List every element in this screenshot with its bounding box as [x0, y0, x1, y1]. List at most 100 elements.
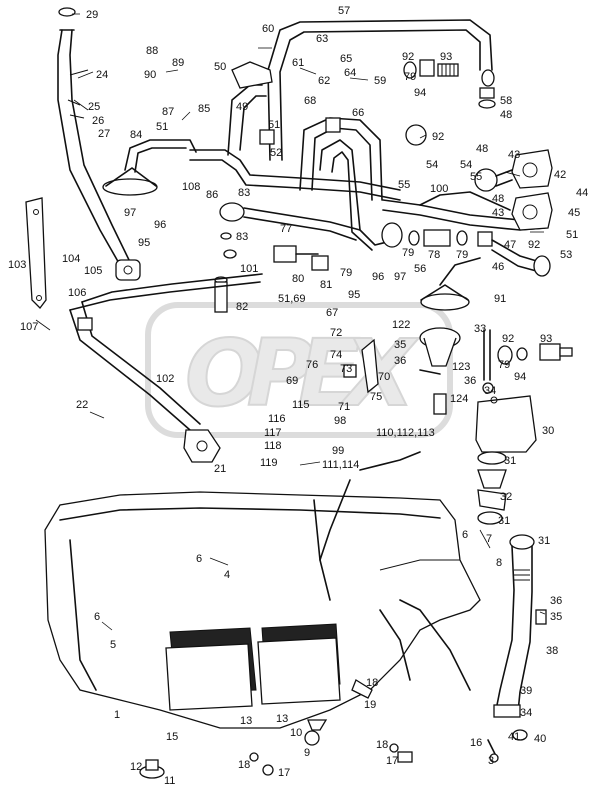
callout-41: 41 [508, 731, 520, 743]
callout-79-b: 79 [340, 267, 352, 279]
callout-79-a: 79 [404, 71, 416, 83]
callout-84: 84 [130, 129, 142, 141]
bottom-small-parts [139, 609, 547, 779]
callout-76: 76 [306, 359, 318, 371]
callout-107: 107 [20, 321, 38, 333]
callout-22: 22 [76, 399, 88, 411]
callout-54-b: 54 [460, 159, 472, 171]
callout-40: 40 [534, 733, 546, 745]
callout-18-a: 18 [366, 677, 378, 689]
callout-73: 73 [340, 363, 352, 375]
callout-52: 52 [270, 147, 282, 159]
callout-88: 88 [146, 45, 158, 57]
callout-118: 118 [264, 440, 282, 452]
callout-51-c: 51 [566, 229, 578, 241]
callout-8: 8 [496, 557, 502, 569]
watermark-frame [145, 302, 453, 438]
callout-110-112-113: 110,112,113 [376, 427, 435, 439]
callout-83-b: 83 [236, 231, 248, 243]
callout-31-c: 31 [538, 535, 550, 547]
callout-24: 24 [96, 69, 108, 81]
oil-sump [44, 451, 481, 746]
fittings-top-right [403, 59, 496, 109]
callout-36-b: 36 [464, 375, 476, 387]
callout-39: 39 [520, 685, 532, 697]
callout-51-69: 51,69 [278, 293, 306, 305]
upper-pipe-assembly [189, 19, 546, 251]
callout-81: 81 [320, 279, 332, 291]
pipe-77 [219, 202, 361, 241]
callout-77: 77 [280, 223, 292, 235]
callout-60: 60 [262, 23, 274, 35]
callout-99: 99 [332, 445, 344, 457]
callout-72: 72 [330, 327, 342, 339]
callout-48-a: 48 [500, 109, 512, 121]
callout-42: 42 [554, 169, 566, 181]
callout-64: 64 [344, 67, 356, 79]
bracket-103 [25, 197, 47, 309]
callout-104: 104 [62, 253, 80, 265]
callout-79-d: 79 [456, 249, 468, 261]
callout-59: 59 [374, 75, 386, 87]
callout-67: 67 [326, 307, 338, 319]
callout-7: 7 [486, 533, 492, 545]
seal-stack [477, 451, 507, 525]
callout-45: 45 [568, 207, 580, 219]
callout-96-a: 96 [154, 219, 166, 231]
callout-106: 106 [68, 287, 86, 299]
callout-66: 66 [352, 107, 364, 119]
callout-19: 19 [364, 699, 376, 711]
callout-78: 78 [428, 249, 440, 261]
callout-69: 69 [286, 375, 298, 387]
callout-21: 21 [214, 463, 226, 475]
callout-87: 87 [162, 106, 174, 118]
callout-26: 26 [92, 115, 104, 127]
callout-6-c: 6 [94, 611, 100, 623]
callout-74: 74 [330, 349, 342, 361]
callout-98: 98 [334, 415, 346, 427]
callout-1: 1 [114, 709, 120, 721]
callout-15: 15 [166, 731, 178, 743]
callout-31-a: 31 [504, 455, 516, 467]
callout-94-b: 94 [514, 371, 526, 383]
callout-56: 56 [414, 263, 426, 275]
callout-92-b: 92 [432, 131, 444, 143]
callout-18-b: 18 [238, 759, 250, 771]
callout-116: 116 [268, 413, 286, 425]
callout-32: 32 [500, 491, 512, 503]
callout-11: 11 [164, 775, 175, 787]
fittings-right-middle [497, 343, 573, 365]
callout-51-a: 51 [156, 121, 168, 133]
callout-103: 103 [8, 259, 26, 271]
breather-cap [420, 257, 481, 311]
callout-13-b: 13 [276, 713, 288, 725]
callout-16: 16 [470, 737, 482, 749]
callout-55-b: 55 [470, 171, 482, 183]
callout-115: 115 [292, 399, 310, 411]
callout-50: 50 [214, 61, 226, 73]
callout-35: 35 [394, 339, 406, 351]
callout-97-a: 97 [124, 207, 136, 219]
callout-79-c: 79 [402, 247, 414, 259]
callout-92-a: 92 [402, 51, 414, 63]
callout-93-a: 93 [440, 51, 452, 63]
callout-123: 123 [452, 361, 470, 373]
callout-90: 90 [144, 69, 156, 81]
callout-4: 4 [224, 569, 230, 581]
callout-47: 47 [504, 239, 516, 251]
watermark-text: OPEX [185, 320, 419, 427]
fittings-middle [408, 229, 551, 277]
callout-95-b: 95 [348, 289, 360, 301]
callout-35-b: 35 [550, 611, 562, 623]
callout-75: 75 [370, 391, 382, 403]
callout-89: 89 [172, 57, 184, 69]
callout-100: 100 [430, 183, 448, 195]
watermark: OPEX [145, 302, 453, 438]
callout-71: 71 [338, 401, 350, 413]
callout-119: 119 [260, 457, 278, 469]
callout-108: 108 [182, 181, 200, 193]
callout-18-c: 18 [376, 739, 388, 751]
callout-5: 5 [110, 639, 116, 651]
callout-49: 49 [236, 101, 248, 113]
